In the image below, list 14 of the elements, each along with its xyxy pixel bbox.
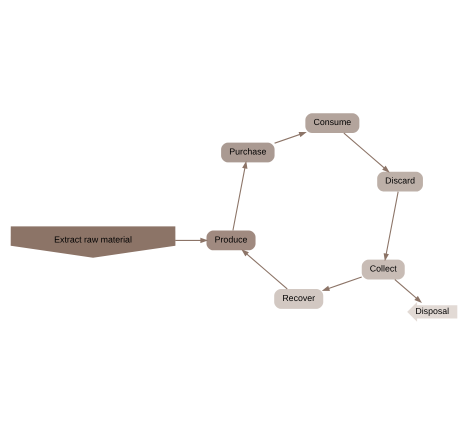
arrow (274, 132, 307, 144)
arrow (232, 160, 248, 230)
arrow (176, 238, 208, 244)
node-box: Produce (206, 230, 256, 250)
node-box: Recover (274, 288, 324, 309)
arrow (322, 276, 362, 291)
arrow (241, 249, 288, 290)
node-box: Consume (305, 113, 360, 134)
node-box: Discard (377, 172, 423, 192)
node-box: Purchase (221, 142, 275, 162)
arrow (344, 132, 390, 173)
arrow (384, 192, 399, 262)
node-box: Collect (362, 260, 405, 280)
arrow (394, 279, 422, 303)
